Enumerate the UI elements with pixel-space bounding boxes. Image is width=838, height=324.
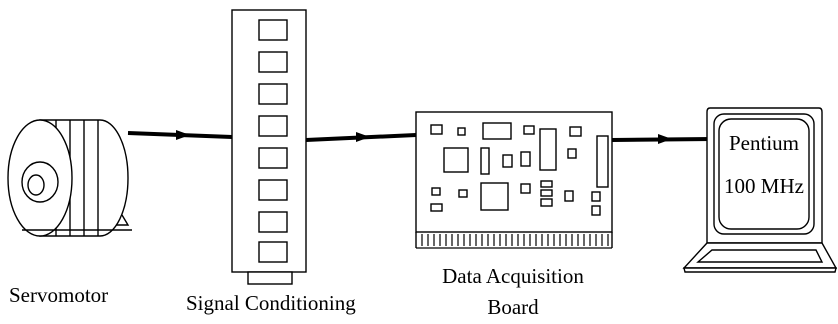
daq-connector-pins xyxy=(416,234,612,249)
signal-conditioning-label: Signal Conditioning xyxy=(186,291,356,315)
computer-icon xyxy=(682,107,838,273)
servomotor-label: Servomotor xyxy=(9,283,109,307)
daq-board-icon xyxy=(415,111,613,248)
daq-label-line1: Data Acquisition xyxy=(442,264,584,288)
arrow-icon xyxy=(611,134,713,144)
signal-conditioning-rack-icon xyxy=(231,9,307,285)
screen-text-line1: Pentium xyxy=(728,131,799,155)
screen-text-line2: 100 MHz xyxy=(724,174,804,198)
servomotor-icon xyxy=(7,119,132,237)
daq-label-line2: Board xyxy=(487,295,539,319)
arrow-icon xyxy=(127,130,233,140)
arrow-icon xyxy=(305,132,417,142)
